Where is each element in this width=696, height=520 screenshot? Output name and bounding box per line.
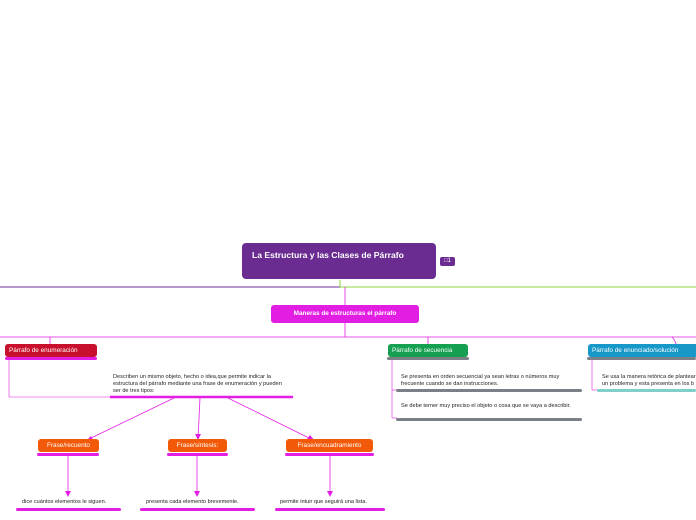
recuento-detail-arrow — [65, 491, 71, 497]
enumeracion-description-text: Describen un mismo objeto, hecho o idea,… — [113, 374, 282, 394]
secuencia-topic[interactable]: Párrafo de secuencia — [388, 344, 468, 357]
enumeracion-underline — [5, 357, 97, 360]
root-topic[interactable]: La Estructura y las Clases de Párrafo — [242, 243, 436, 279]
recuento-detail-text: dice cuántos elementos le siguen. — [22, 499, 107, 505]
secuencia-detail-2-text: Se debe terner muy preciso el objeto o c… — [401, 403, 571, 409]
secuencia-detail-1-underline — [396, 389, 582, 392]
frase-recuento-label: Frase/recuento — [47, 442, 90, 449]
encuadramiento-detail-arrow — [327, 491, 333, 497]
enumeracion-topic[interactable]: Párrafo de enumeración — [5, 344, 97, 357]
enunciado-detail[interactable]: Se usa la manera retórica de plantear un… — [602, 374, 696, 388]
recuento-detail-underline — [16, 508, 121, 511]
secuencia-label: Párrafo de secuencia — [392, 347, 453, 354]
frase-sintesis-topic[interactable]: Frase/síntesis: — [168, 439, 227, 452]
enumeracion-label: Párrafo de enumeración — [9, 347, 78, 354]
encuadramiento-detail[interactable]: permite intuir que seguirá una lista. — [280, 499, 385, 506]
comment-count: 1 — [447, 258, 451, 264]
secuencia-detail-2[interactable]: Se debe terner muy preciso el objeto o c… — [401, 403, 577, 410]
enunciado-underline — [587, 357, 696, 360]
hub-topic[interactable]: Maneras de estructuras el párrafo — [271, 305, 419, 323]
frase-encuadramiento-connector — [227, 397, 314, 441]
encuadramiento-detail-underline — [275, 508, 385, 511]
frase-sintesis-arrow — [195, 434, 201, 440]
frase-encuadramiento-label: Frase/encuadramiento — [297, 442, 362, 449]
enunciado-detail-text: Se usa la manera retórica de plantear un… — [602, 374, 696, 387]
secuencia-detail-1-text: Se presenta en orden secuencial ya sean … — [401, 374, 560, 387]
frase-recuento-connector — [86, 397, 175, 441]
secuencia-detail-1[interactable]: Se presenta en orden secuencial ya sean … — [401, 374, 577, 388]
hub-topic-label: Maneras de estructuras el párrafo — [293, 310, 397, 317]
frase-recuento-topic[interactable]: Frase/recuento — [38, 439, 99, 452]
enumeracion-description[interactable]: Describen un mismo objeto, hecho o idea,… — [113, 374, 291, 395]
frase-encuadramiento-topic[interactable]: Frase/encuadramiento — [286, 439, 373, 452]
sintesis-detail-text: presenta cada elemento brevemente. — [146, 499, 239, 505]
frase-sintesis-label: Frase/síntesis: — [176, 442, 219, 449]
frase-encuadramiento-underline — [285, 453, 374, 456]
sintesis-detail[interactable]: presenta cada elemento brevemente. — [146, 499, 256, 506]
recuento-detail[interactable]: dice cuántos elementos le siguen. — [22, 499, 122, 506]
sintesis-detail-arrow — [194, 491, 200, 497]
sintesis-detail-underline — [140, 508, 255, 511]
encuadramiento-detail-text: permite intuir que seguirá una lista. — [280, 499, 368, 505]
frase-encuadramiento-arrow — [307, 435, 314, 440]
enunciado-connector — [671, 336, 677, 345]
frase-sintesis-connector — [197, 397, 201, 440]
frase-sintesis-underline — [167, 453, 228, 456]
secuencia-underline — [387, 357, 469, 360]
secuencia-detail-2-underline — [396, 418, 582, 421]
root-topic-title: La Estructura y las Clases de Párrafo — [252, 250, 404, 260]
enunciado-topic[interactable]: Párrafo de enunciado/solución — [588, 344, 696, 357]
comment-icon: □ — [444, 258, 448, 264]
enunciado-label: Párrafo de enunciado/solución — [592, 347, 679, 354]
comment-badge[interactable]: □1 — [440, 257, 455, 266]
frase-recuento-underline — [37, 453, 99, 456]
enunciado-detail-underline — [597, 389, 696, 392]
